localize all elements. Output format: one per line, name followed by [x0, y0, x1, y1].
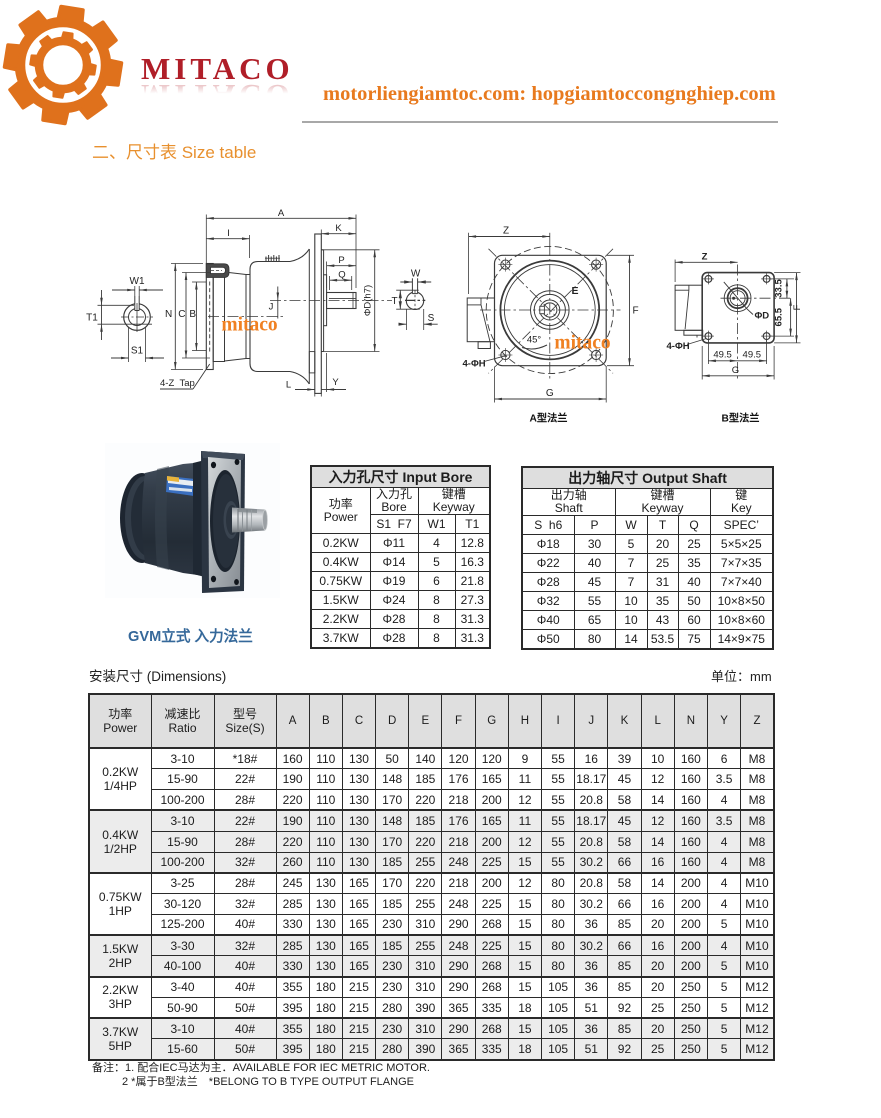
svg-text:ΦD: ΦD	[755, 310, 770, 321]
svg-text:B: B	[189, 309, 196, 320]
svg-text:mitaco: mitaco	[221, 315, 277, 336]
svg-text:4-ΦH: 4-ΦH	[667, 341, 690, 352]
svg-text:65.5: 65.5	[773, 307, 784, 326]
svg-text:Z: Z	[503, 225, 509, 236]
svg-text:Z: Z	[702, 251, 708, 262]
svg-text:45°: 45°	[527, 335, 542, 346]
svg-text:G: G	[732, 365, 739, 376]
svg-text:49.5: 49.5	[713, 350, 732, 361]
svg-text:F: F	[792, 304, 803, 310]
svg-text:F: F	[632, 306, 638, 317]
svg-text:L: L	[286, 380, 291, 391]
svg-text:4-ΦH: 4-ΦH	[463, 359, 486, 370]
svg-text:I: I	[227, 228, 230, 239]
svg-text:W: W	[411, 268, 421, 279]
svg-text:T: T	[391, 296, 397, 307]
svg-text:P: P	[338, 255, 344, 266]
svg-text:49.5: 49.5	[743, 350, 762, 361]
svg-text:S: S	[428, 313, 435, 324]
svg-text:A型法兰: A型法兰	[530, 412, 568, 425]
svg-text:Q: Q	[338, 270, 345, 281]
svg-text:G: G	[546, 388, 554, 399]
svg-text:33.5: 33.5	[773, 279, 784, 298]
svg-text:S1: S1	[131, 346, 144, 357]
svg-text:mitaco: mitaco	[554, 333, 610, 354]
svg-text:N: N	[165, 309, 172, 320]
svg-text:T1: T1	[86, 313, 98, 324]
svg-text:J: J	[269, 302, 274, 313]
svg-text:W1: W1	[130, 276, 145, 287]
svg-text:B型法兰: B型法兰	[722, 412, 760, 425]
svg-text:Y: Y	[332, 377, 339, 388]
svg-text:ΦD(h7): ΦD(h7)	[363, 285, 374, 316]
svg-text:K: K	[335, 223, 342, 234]
svg-text:A: A	[278, 208, 285, 219]
svg-text:C: C	[178, 309, 185, 320]
svg-text:4-Z Tap: 4-Z Tap	[160, 378, 195, 389]
svg-text:E: E	[571, 285, 578, 297]
